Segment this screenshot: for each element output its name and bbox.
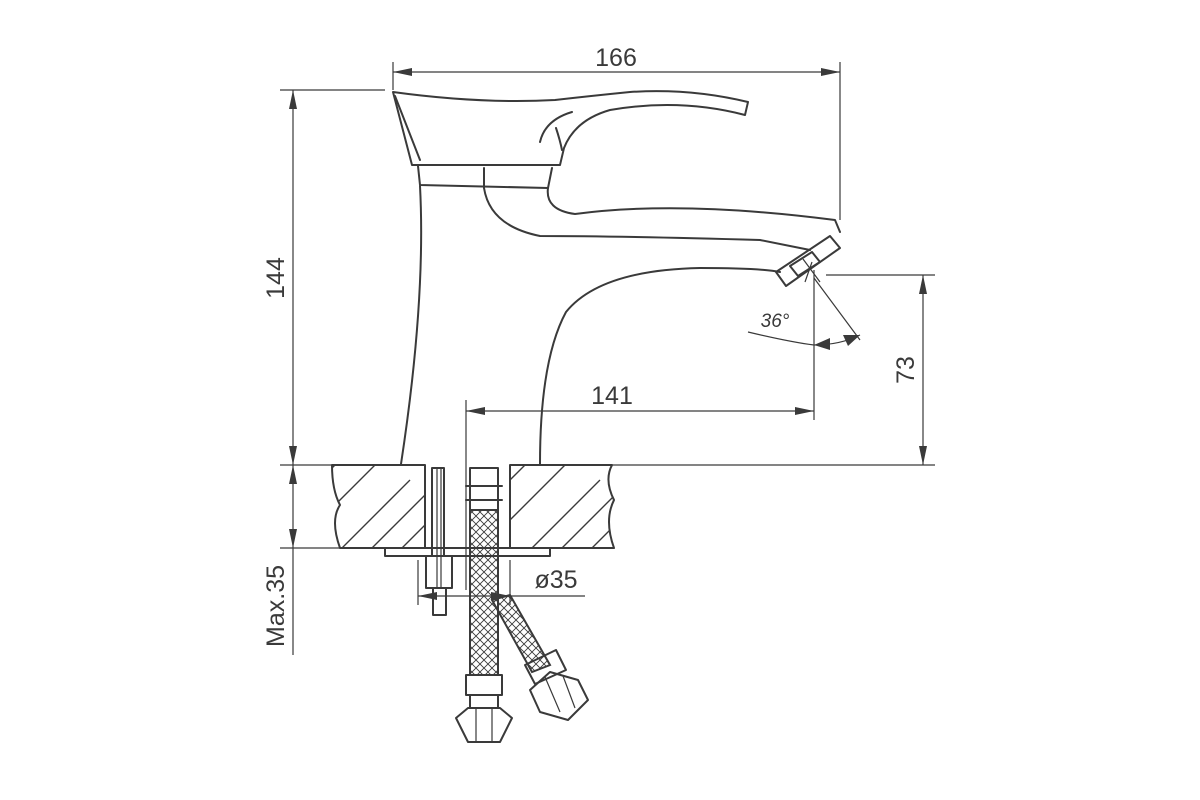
mounting-stud [425,467,453,616]
dim-overall-height: 144 [262,257,290,299]
countertop-hatch-right [510,465,614,548]
countertop [331,464,615,557]
dim-spout-height: 73 [892,356,920,384]
countertop-hatch-left [332,465,425,548]
dim-spout-reach: 141 [591,382,633,410]
dim-aerator-angle: 36° [761,311,790,332]
dimension-lines [280,62,935,655]
mounting-plate [384,547,551,557]
faucet-body [392,90,841,465]
lever-handle-inner [394,95,573,161]
supply-hose-angled [490,593,589,721]
dim-max-counter-thickness: Max.35 [262,565,290,647]
dim-mounting-hole-diameter: ø35 [534,566,577,594]
aerator [775,235,841,287]
dim-overall-width: 166 [595,44,637,72]
body-outline [400,185,841,465]
lever-handle [392,90,749,166]
